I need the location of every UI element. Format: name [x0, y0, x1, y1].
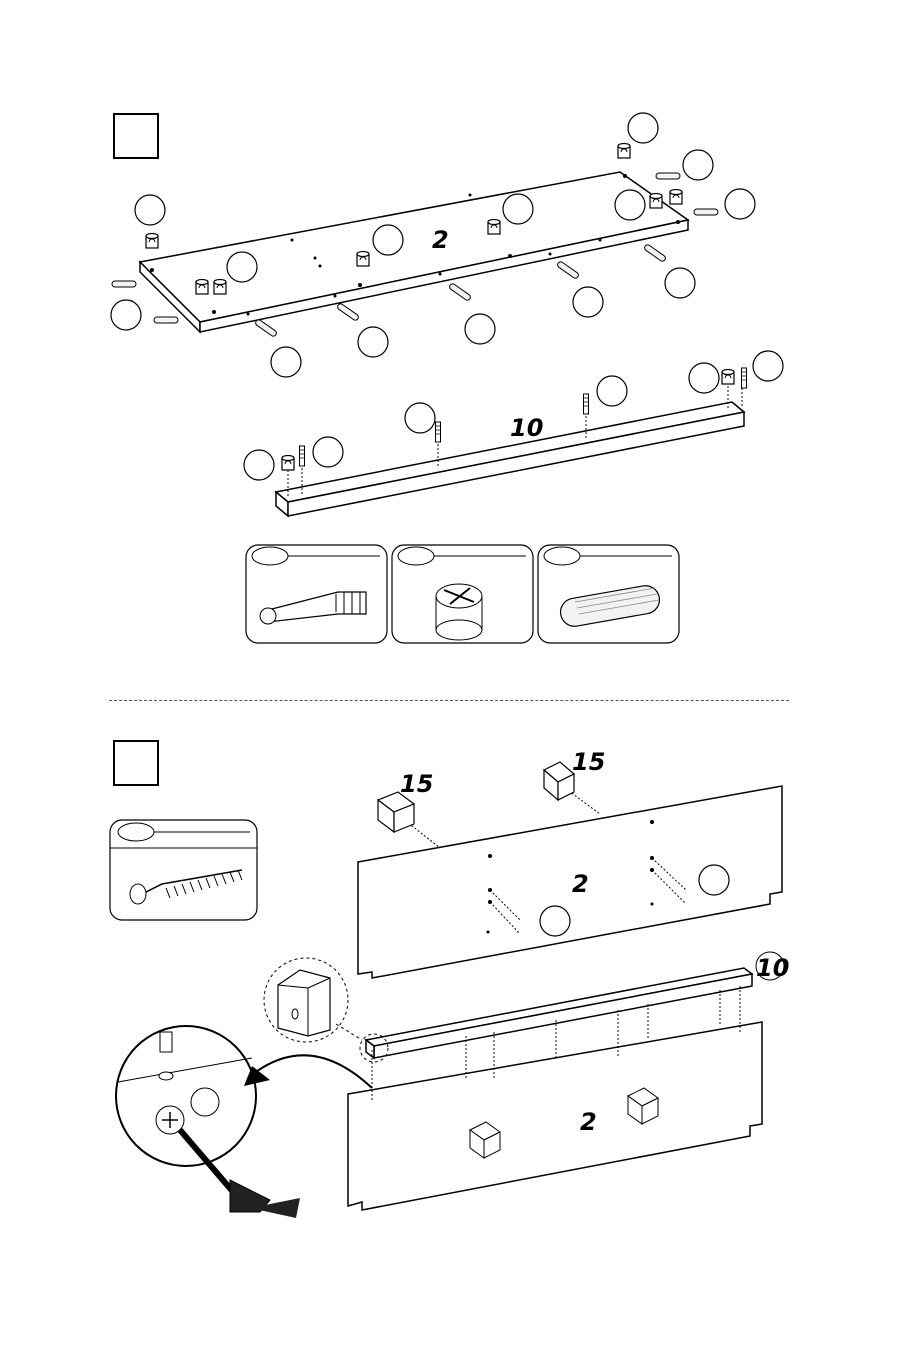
- step-divider: [109, 700, 789, 701]
- wooden-block-right: 15: [544, 748, 605, 800]
- rail-10-label: 10: [510, 414, 543, 442]
- rail-10: 10: [244, 351, 783, 516]
- step-2-top-panel: 2 15 15: [358, 748, 782, 978]
- step-2-bottom-panel-label: 2: [580, 1108, 597, 1136]
- step-2-top-panel-label: 2: [572, 870, 589, 898]
- svg-text:15: 15: [400, 770, 433, 798]
- detail-zoom-screwdriver: [116, 1026, 372, 1218]
- step-1: 2: [111, 113, 783, 643]
- wooden-block-left: 15: [378, 770, 433, 832]
- top-panel: 2: [140, 172, 688, 332]
- hardware-legend-step-1: [246, 545, 679, 643]
- legend-cam-lock: [392, 545, 533, 643]
- top-panel-label: 2: [432, 226, 449, 254]
- step-2: 2 15 15: [110, 741, 789, 1218]
- legend-screw: [110, 820, 257, 920]
- legend-cam-bolt: [246, 545, 387, 643]
- svg-text:15: 15: [572, 748, 605, 776]
- svg-text:10: 10: [756, 954, 789, 982]
- step-2-number-box: [114, 741, 158, 785]
- legend-wood-dowel: [538, 545, 679, 643]
- step-1-number-box: [114, 114, 158, 158]
